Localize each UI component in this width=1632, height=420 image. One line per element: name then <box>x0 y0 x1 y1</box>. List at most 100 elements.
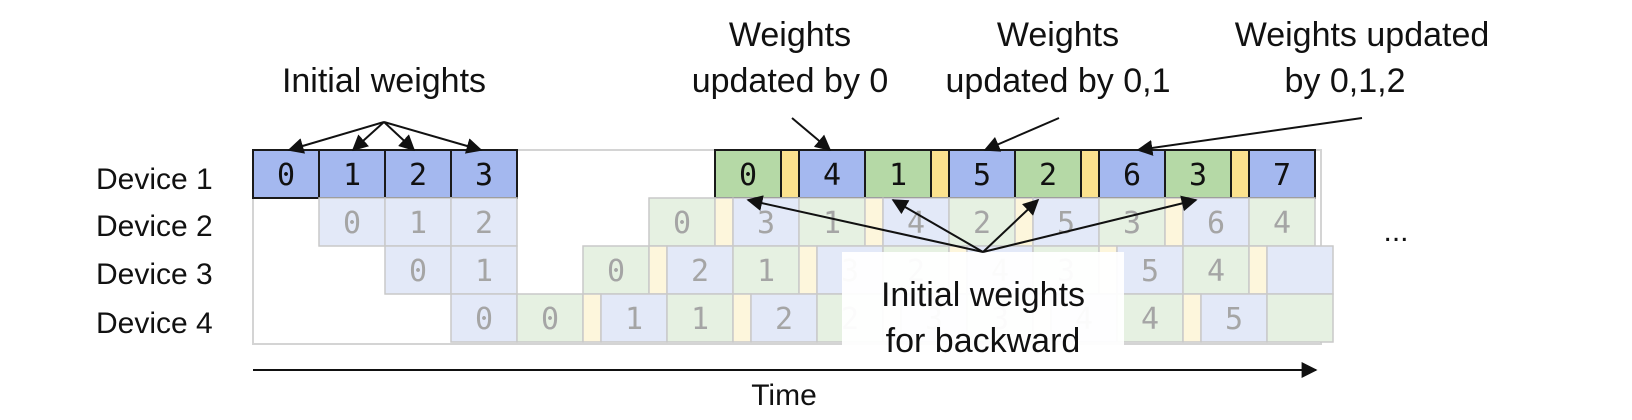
cell-label-device1-1: 1 <box>343 158 361 193</box>
arrow-updated-012 <box>1136 117 1363 156</box>
cell-label-device1-10: 1 <box>889 158 907 193</box>
cell-label-device1-3: 3 <box>475 158 493 193</box>
cell-label-device2-15: 3 <box>1123 206 1141 241</box>
backward-cell-device3-8 <box>732 245 800 295</box>
bubble-cell-device3-6 <box>648 245 668 295</box>
annotation-weights-0-line1: Weights <box>729 16 851 54</box>
forward-cell-device1-3 <box>450 149 518 199</box>
annotation-initial-weights: Initial weights <box>282 62 486 100</box>
cell-label-device1-13: 2 <box>1039 158 1057 193</box>
device-label-3: Device 3 <box>96 258 213 291</box>
cell-label-device1-7: 0 <box>739 158 757 193</box>
backward-cell-device3-5 <box>582 245 650 295</box>
annotation-weights-01-line1: Weights <box>997 16 1119 54</box>
backward-label-box <box>842 252 1124 368</box>
forward-cell-device1-15 <box>1098 149 1166 199</box>
arrow-backward-b0 <box>746 195 984 253</box>
bubble-cell-device1-17 <box>1230 149 1250 199</box>
bubble-cell-device4-5 <box>582 293 602 343</box>
annotation-backward-line1: Initial weights <box>881 276 1085 314</box>
forward-cell-device4-18 <box>1200 293 1268 343</box>
backward-cell-device4-7 <box>666 293 734 343</box>
cell-label-device3-7: 2 <box>691 254 709 289</box>
cell-label-device2-9: 1 <box>823 206 841 241</box>
backward-cell-device4-19 <box>1266 293 1334 343</box>
forward-cell-device1-2 <box>384 149 452 199</box>
forward-cell-device1-0 <box>252 149 320 199</box>
annotation-weights-0-line2: updated by 0 <box>692 62 889 100</box>
arrow-initial-to-1 <box>351 121 385 152</box>
annotation-weights-012-line2: by 0,1,2 <box>1285 62 1406 100</box>
arrow-initial-to-3 <box>383 121 483 154</box>
cell-label-device1-16: 3 <box>1189 158 1207 193</box>
cell-label-device3-2: 0 <box>409 254 427 289</box>
forward-cell-device3-2 <box>384 245 452 295</box>
forward-cell-device3-19 <box>1266 245 1334 295</box>
cell-label-device2-1: 0 <box>343 206 361 241</box>
backward-cell-device1-7 <box>714 149 782 199</box>
cell-label-device3-8: 1 <box>757 254 775 289</box>
bubble-cell-device4-8 <box>732 293 752 343</box>
arrow-updated-0 <box>791 117 832 152</box>
arrow-backward-b3 <box>982 195 1198 253</box>
backward-arrows <box>746 195 1198 253</box>
backward-cell-device2-18 <box>1248 197 1316 247</box>
forward-cell-device2-2 <box>384 197 452 247</box>
arrow-initial-to-0 <box>287 121 385 154</box>
cell-label-device2-3: 2 <box>475 206 493 241</box>
cell-label-device1-18: 7 <box>1273 158 1291 193</box>
annotation-weights-012-line1: Weights updated <box>1235 16 1490 54</box>
forward-cell-device1-18 <box>1248 149 1316 199</box>
cell-label-device4-18: 5 <box>1225 302 1243 337</box>
forward-cell-device4-3 <box>450 293 518 343</box>
cell-label-device3-17: 4 <box>1207 254 1225 289</box>
cell-label-device3-16: 5 <box>1141 254 1159 289</box>
forward-cell-device1-12 <box>948 149 1016 199</box>
time-axis-label: Time <box>751 379 817 412</box>
arrow-initial-to-2 <box>383 121 416 152</box>
bubble-cell-device2-10 <box>864 197 884 247</box>
cell-label-device2-14: 5 <box>1057 206 1075 241</box>
ellipsis-text: ... <box>1383 215 1408 248</box>
bubble-cell-device1-14 <box>1080 149 1100 199</box>
backward-cell-device1-13 <box>1014 149 1082 199</box>
cell-label-device1-2: 2 <box>409 158 427 193</box>
arrow-backward-b1 <box>891 199 984 253</box>
annotation-weights-01-line2: updated by 0,1 <box>946 62 1171 100</box>
forward-cell-device3-16 <box>1116 245 1184 295</box>
backward-cell-device2-6 <box>648 197 716 247</box>
cell-label-device4-16: 4 <box>1141 302 1159 337</box>
bubble-cell-device2-13 <box>1014 197 1034 247</box>
cell-label-device2-18: 4 <box>1273 206 1291 241</box>
backward-cell-device2-9 <box>798 197 866 247</box>
forward-cell-device4-9 <box>750 293 818 343</box>
bubble-cell-device3-18 <box>1248 245 1268 295</box>
cell-label-device2-6: 0 <box>673 206 691 241</box>
bubble-cell-device1-11 <box>930 149 950 199</box>
cell-label-device1-12: 5 <box>973 158 991 193</box>
initial-weights-arrows <box>287 121 483 154</box>
bubble-cell-device2-7 <box>714 197 734 247</box>
bubble-cell-device1-8 <box>780 149 800 199</box>
cell-label-device1-9: 4 <box>823 158 841 193</box>
arrow-updated-01 <box>983 117 1060 152</box>
annotation-backward-line2: for backward <box>886 322 1081 360</box>
device-label-1: Device 1 <box>96 163 213 196</box>
cell-label-device4-9: 2 <box>775 302 793 337</box>
cell-label-device3-3: 1 <box>475 254 493 289</box>
cell-label-device1-0: 0 <box>277 158 295 193</box>
cell-label-device4-7: 1 <box>691 302 709 337</box>
updated-weights-arrows <box>791 117 1363 156</box>
backward-cell-device2-15 <box>1098 197 1166 247</box>
cell-label-device2-2: 1 <box>409 206 427 241</box>
device-label-2: Device 2 <box>96 210 213 243</box>
cell-label-device4-6: 1 <box>625 302 643 337</box>
bubble-cell-device4-17 <box>1182 293 1202 343</box>
forward-cell-device3-3 <box>450 245 518 295</box>
arrow-backward-b2 <box>982 198 1040 253</box>
forward-cell-device4-6 <box>600 293 668 343</box>
cell-label-device4-3: 0 <box>475 302 493 337</box>
cell-label-device2-17: 6 <box>1207 206 1225 241</box>
